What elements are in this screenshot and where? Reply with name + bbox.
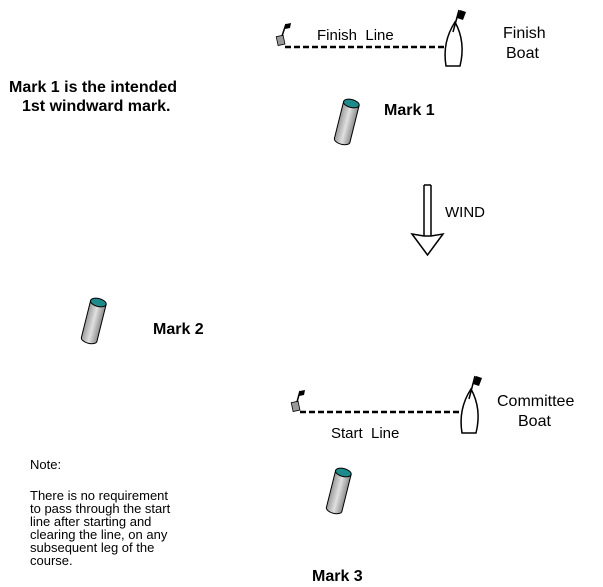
- mark2-label: Mark 2: [153, 321, 204, 338]
- finish-boat-label: Finish Boat: [503, 25, 550, 62]
- mark2-buoy-icon: [80, 297, 107, 345]
- note-body: There is no requirement to pass through …: [30, 488, 174, 568]
- wind-label: WIND: [445, 204, 485, 221]
- start-line-label: Start Line: [331, 425, 399, 442]
- note-heading: Note:: [30, 457, 61, 472]
- wind-arrow-icon: [410, 184, 445, 257]
- mark1-label: Mark 1: [384, 102, 435, 119]
- mark1-buoy-icon: [333, 98, 360, 146]
- mark3-buoy-icon: [325, 467, 352, 515]
- committee-boat-label: Committee Boat: [497, 393, 579, 430]
- committee-boat-icon: [460, 375, 482, 434]
- finish-pin-flag: [275, 23, 291, 46]
- intro-note: Mark 1 is the intended 1st windward mark…: [9, 79, 182, 115]
- finish-line-label: Finish Line: [317, 27, 394, 44]
- mark3-label: Mark 3: [312, 568, 363, 585]
- finish-boat-icon: [444, 9, 466, 67]
- start-pin-flag: [290, 390, 305, 412]
